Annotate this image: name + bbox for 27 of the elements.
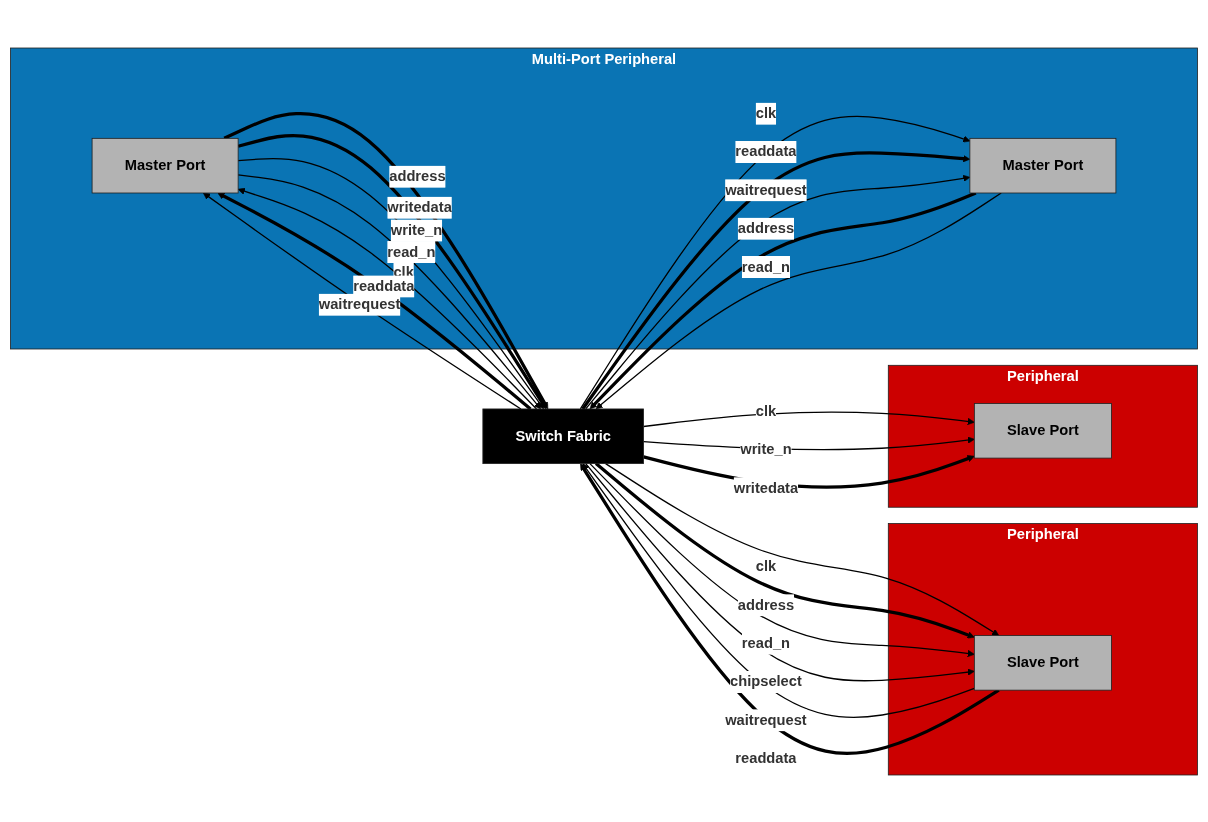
edge-label: waitrequest (725, 181, 807, 198)
edge-label: write_n (390, 221, 443, 238)
arrow (580, 462, 1000, 755)
arrow (642, 410, 975, 427)
edge-label: clk (755, 402, 777, 419)
node-box: Master Port (91, 137, 239, 193)
node-box: Switch Fabric (482, 408, 644, 464)
edge-label: address (737, 596, 795, 613)
node-box: Master Port (969, 137, 1117, 193)
edge-label: read_n (741, 257, 791, 275)
edge-label: chipselect (730, 672, 802, 690)
edge-label: waitrequest (725, 711, 807, 728)
edge-label: address (389, 167, 446, 184)
edge-label: readdata (735, 749, 797, 766)
edge-label: writedata (733, 479, 799, 496)
node-box: Slave Port (973, 634, 1112, 691)
node-box: Slave Port (973, 402, 1112, 458)
arrow (582, 462, 975, 718)
edge-label: address (737, 219, 795, 236)
edge-label: read_n (387, 243, 436, 260)
edge-label: clk (755, 557, 777, 575)
edge-label: write_n (740, 440, 792, 458)
edge-label: clk (755, 104, 777, 121)
edge-label: read_n (741, 634, 791, 651)
edge-label: writedata (387, 198, 452, 215)
edge-label: waitrequest (318, 295, 401, 312)
edge-label: readdata (353, 277, 415, 294)
